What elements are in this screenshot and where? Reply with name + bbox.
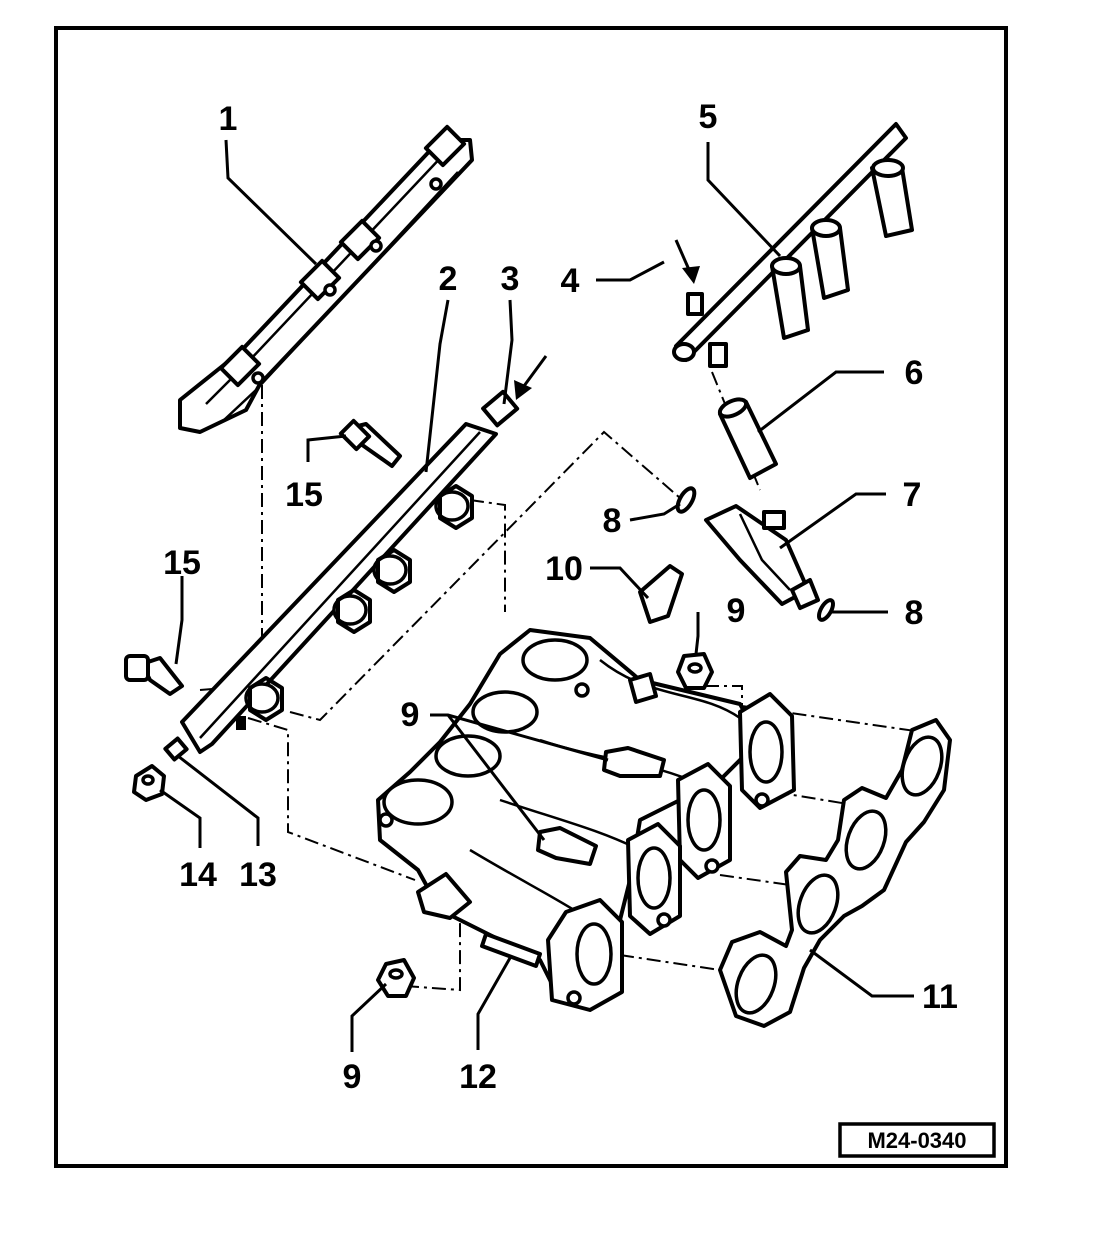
fasteners [124, 418, 714, 998]
callout-4: 4 [561, 262, 580, 300]
fuel-rail-part [163, 389, 520, 762]
gasket-part [718, 718, 952, 1028]
leader-lines [159, 139, 914, 1052]
diagram-frame [54, 26, 1008, 1168]
callout-9-right: 9 [727, 592, 746, 630]
rail-cover-part [178, 124, 474, 434]
callout-7: 7 [903, 476, 922, 514]
distribution-pipe-part [672, 122, 914, 368]
hose-part [717, 397, 778, 480]
callout-9-bottom: 9 [343, 1058, 362, 1096]
callout-13: 13 [239, 856, 277, 894]
callout-6: 6 [905, 354, 924, 392]
callout-5: 5 [699, 98, 718, 136]
reference-code-box: M24-0340 [838, 1122, 996, 1158]
callout-15-upper: 15 [285, 476, 323, 514]
injector-part [704, 504, 820, 610]
fuel-flow-arrows [514, 239, 700, 400]
callout-14: 14 [179, 856, 217, 894]
callout-10: 10 [545, 550, 583, 588]
clip-part [638, 564, 684, 624]
callout-labels: 1 2 3 4 5 6 7 8 8 10 9 9 9 11 12 13 14 1… [163, 98, 958, 1096]
reference-code: M24-0340 [867, 1128, 966, 1153]
callout-12: 12 [459, 1058, 497, 1096]
callout-3: 3 [501, 260, 520, 298]
callout-9-center: 9 [401, 696, 420, 734]
callout-15-lower: 15 [163, 544, 201, 582]
callout-8-upper: 8 [603, 502, 622, 540]
callout-11: 11 [922, 978, 958, 1016]
callout-1: 1 [219, 100, 238, 138]
callout-2: 2 [439, 260, 458, 298]
callout-8-lower: 8 [905, 594, 924, 632]
